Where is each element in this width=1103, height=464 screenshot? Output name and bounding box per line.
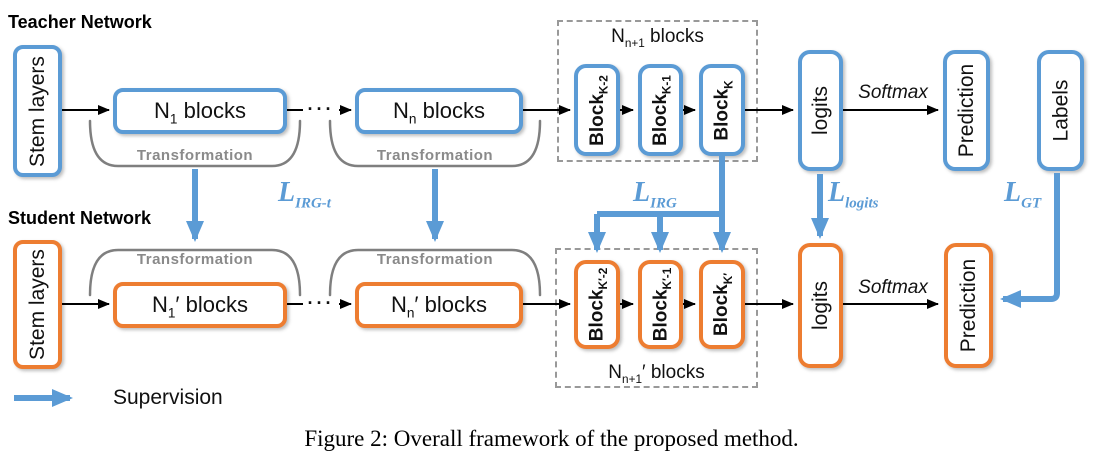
student-block-k2-box: BlockK′-2 — [574, 260, 620, 349]
student-block-k1-box: BlockK′-1 — [638, 260, 683, 349]
legend-supervision-label: Supervision — [113, 386, 223, 409]
teacher-stage1-box: N1 blocks — [113, 88, 287, 134]
teacher-block-k-box: BlockK — [699, 64, 745, 156]
student-block-k-box: BlockK′ — [699, 260, 745, 349]
student-stagen-box: Nn′ blocks — [355, 282, 523, 328]
loss-irg-label: LIRG — [633, 177, 677, 212]
student-block-k-label: BlockK′ — [711, 272, 736, 337]
student-stage1-box: N1′ blocks — [113, 282, 287, 328]
student-stem-label: Stem layers — [26, 249, 49, 360]
loss-irg-t-label: LIRG-t — [278, 177, 331, 212]
labels-box-label: Labels — [1049, 79, 1073, 142]
loss-logits-label: Llogits — [828, 177, 879, 212]
student-stem-box: Stem layers — [13, 240, 62, 369]
teacher-logits-label: logits — [809, 85, 832, 136]
teacher-lastgroup-label: Nn+1 blocks — [611, 26, 704, 50]
teacher-block-k2-box: BlockK-2 — [574, 64, 620, 156]
teacher-block-k1-label: BlockK-1 — [650, 74, 674, 146]
teacher-stem-label: Stem layers — [26, 55, 49, 167]
teacher-stage1-label: N1 blocks — [154, 98, 246, 127]
teacher-transformation2-label: Transformation — [376, 147, 494, 164]
student-block-k1-label: BlockK′-1 — [650, 267, 674, 342]
student-prediction-box: Prediction — [944, 243, 993, 368]
student-network-title: Student Network — [8, 208, 152, 228]
teacher-block-k2-label: BlockK-2 — [586, 74, 611, 146]
teacher-prediction-label: Prediction — [955, 63, 979, 158]
teacher-stem-box: Stem layers — [13, 45, 62, 177]
teacher-network-title: Teacher Network — [8, 12, 152, 32]
loss-gt-label: LGT — [1004, 177, 1042, 212]
student-stage1-label: N1′ blocks — [151, 292, 249, 321]
teacher-prediction-box: Prediction — [943, 50, 990, 171]
student-ellipsis: ··· — [307, 293, 335, 313]
student-prediction-label: Prediction — [957, 258, 981, 353]
teacher-stagen-box: Nn blocks — [355, 88, 523, 134]
teacher-block-k-label: BlockK — [711, 79, 736, 141]
teacher-block-k1-box: BlockK-1 — [638, 64, 683, 156]
student-softmax-label: Softmax — [858, 277, 928, 298]
student-lastgroup-label: Nn+1′ blocks — [608, 362, 705, 386]
teacher-logits-box: logits — [798, 50, 843, 171]
figure-caption: Figure 2: Overall framework of the propo… — [304, 426, 799, 451]
student-block-k2-label: BlockK′-2 — [586, 267, 611, 342]
student-transformation1-label: Transformation — [136, 251, 254, 268]
student-transformation2-label: Transformation — [376, 251, 494, 268]
teacher-transformation1-label: Transformation — [136, 147, 254, 164]
student-logits-box: logits — [798, 243, 843, 368]
student-logits-label: logits — [809, 280, 832, 331]
student-stagen-label: Nn′ blocks — [390, 292, 488, 321]
teacher-softmax-label: Softmax — [858, 82, 928, 103]
labels-box: Labels — [1037, 50, 1084, 171]
teacher-ellipsis: ··· — [307, 99, 335, 119]
teacher-stagen-label: Nn blocks — [393, 98, 485, 127]
